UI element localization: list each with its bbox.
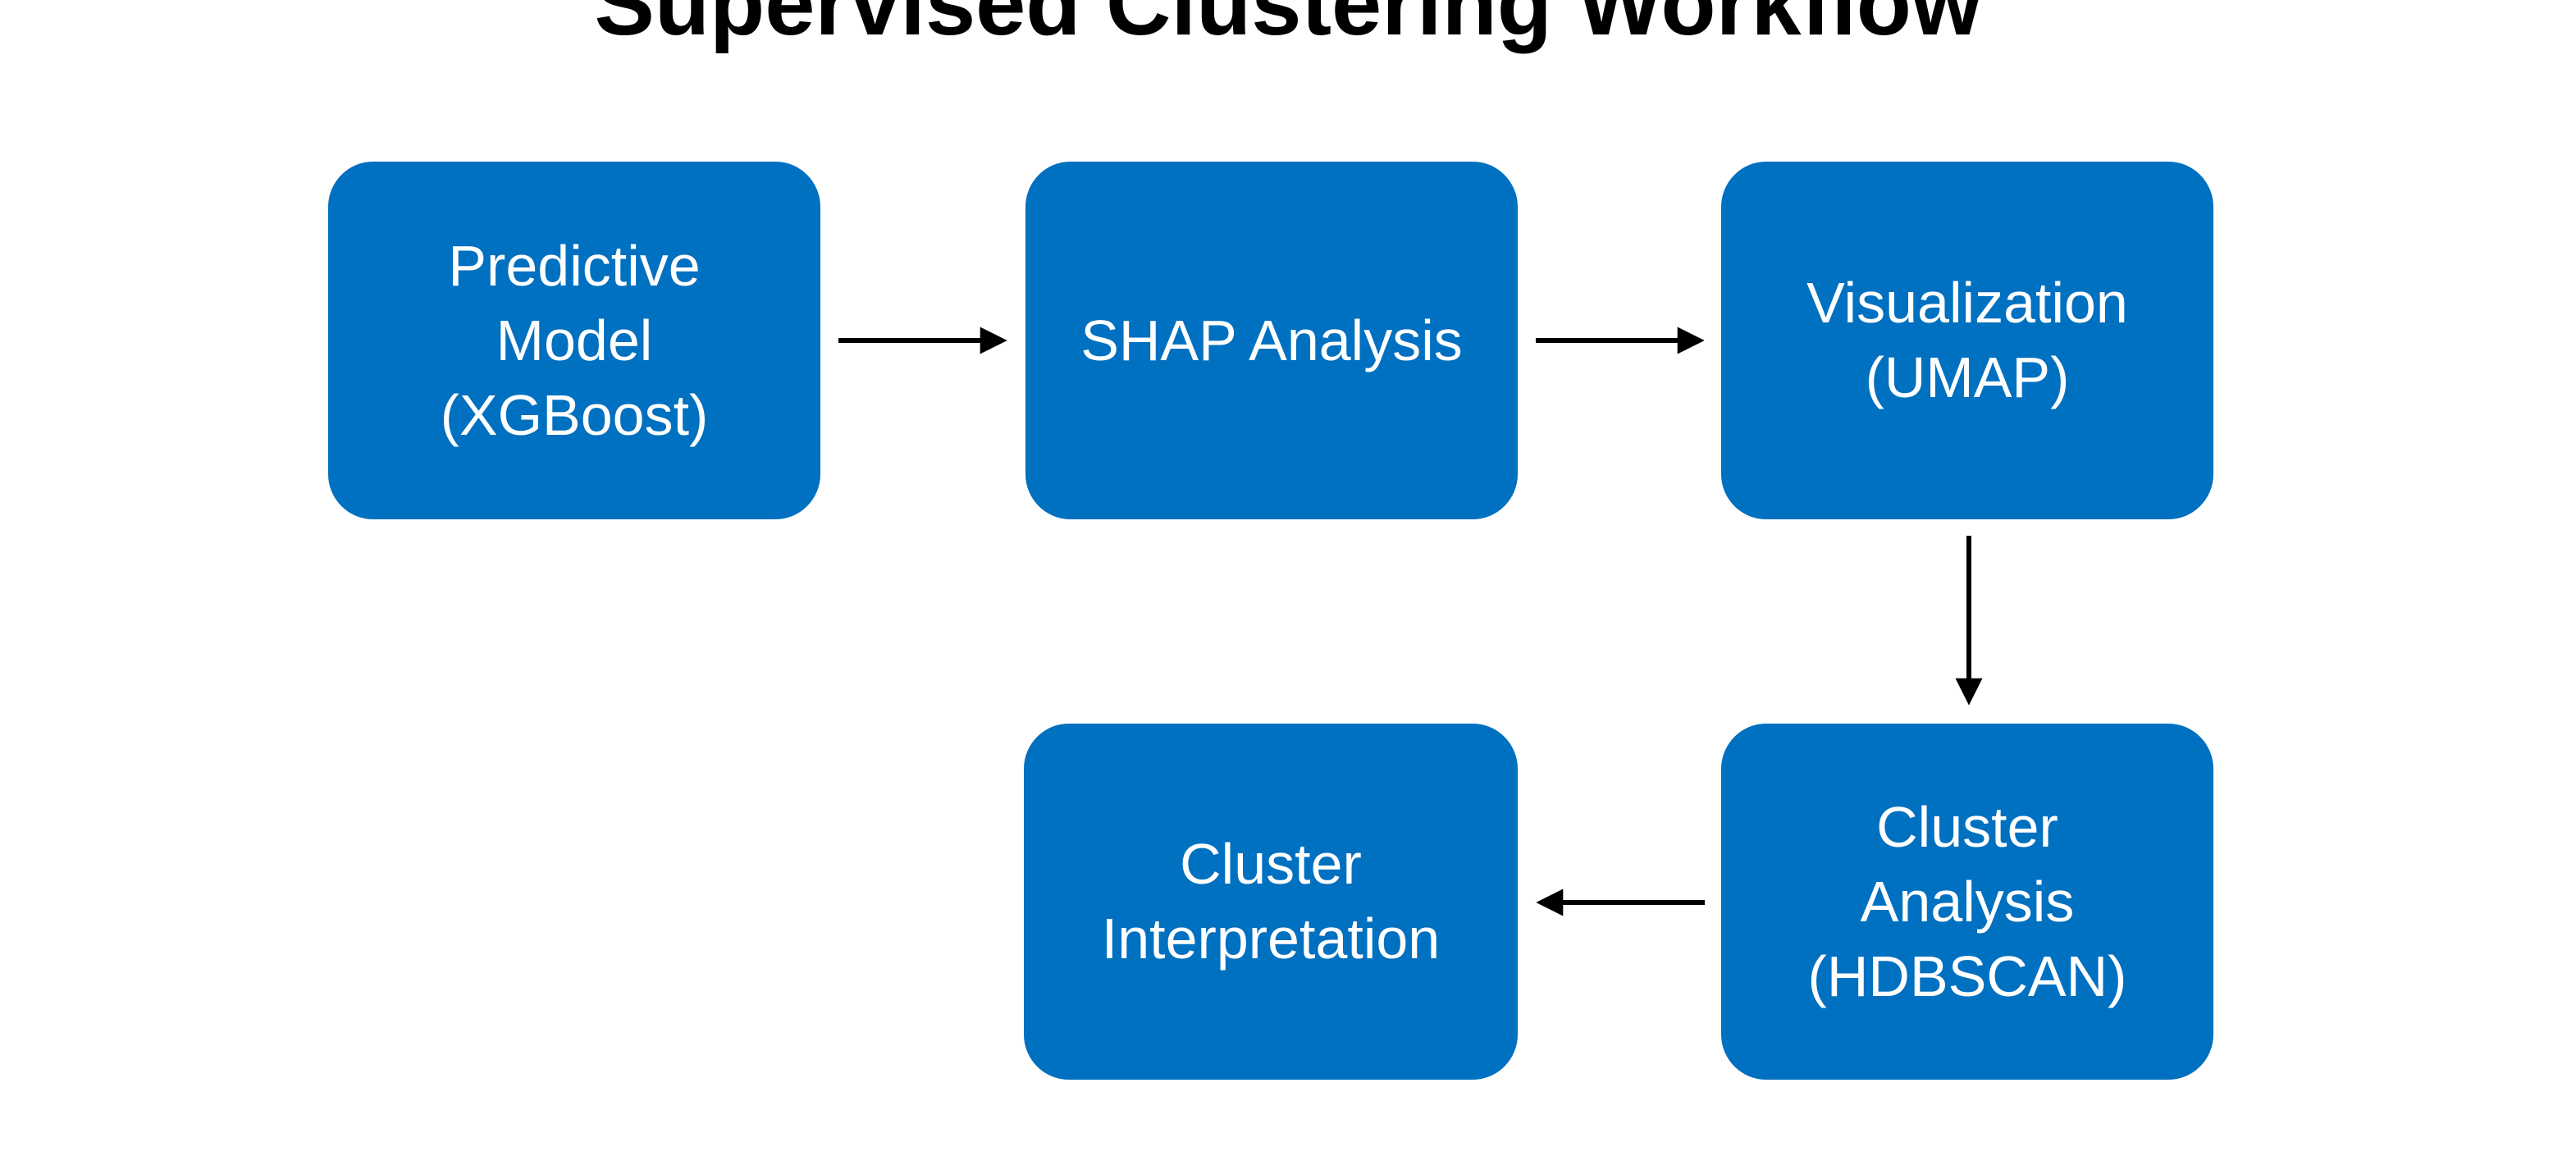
flow-node-predictive-model: Predictive Model (XGBoost) [328,162,820,519]
node-label-line: (UMAP) [1865,345,2070,409]
node-label-line: SHAP Analysis [1080,308,1463,372]
diagram-title: Supervised Clustering Workflow [594,0,1982,54]
node-label-line: Analysis [1860,869,2075,934]
node-label-line: Visualization [1806,271,2128,335]
node-label-line: Model [496,308,653,372]
node-label-line: Cluster [1180,832,1362,896]
node-label-line: (XGBoost) [440,382,709,447]
flow-node-shap-analysis: SHAP Analysis [1025,162,1518,519]
node-label-line: Interpretation [1101,907,1441,971]
flow-node-cluster-analysis: Cluster Analysis (HDBSCAN) [1721,724,2213,1080]
node-label-line: Cluster [1876,794,2058,859]
node-label-line: (HDBSCAN) [1807,943,2127,1008]
flow-node-cluster-interpretation: Cluster Interpretation [1024,724,1518,1080]
node-label-line: Predictive [448,233,701,298]
flow-node-visualization: Visualization (UMAP) [1721,162,2213,519]
